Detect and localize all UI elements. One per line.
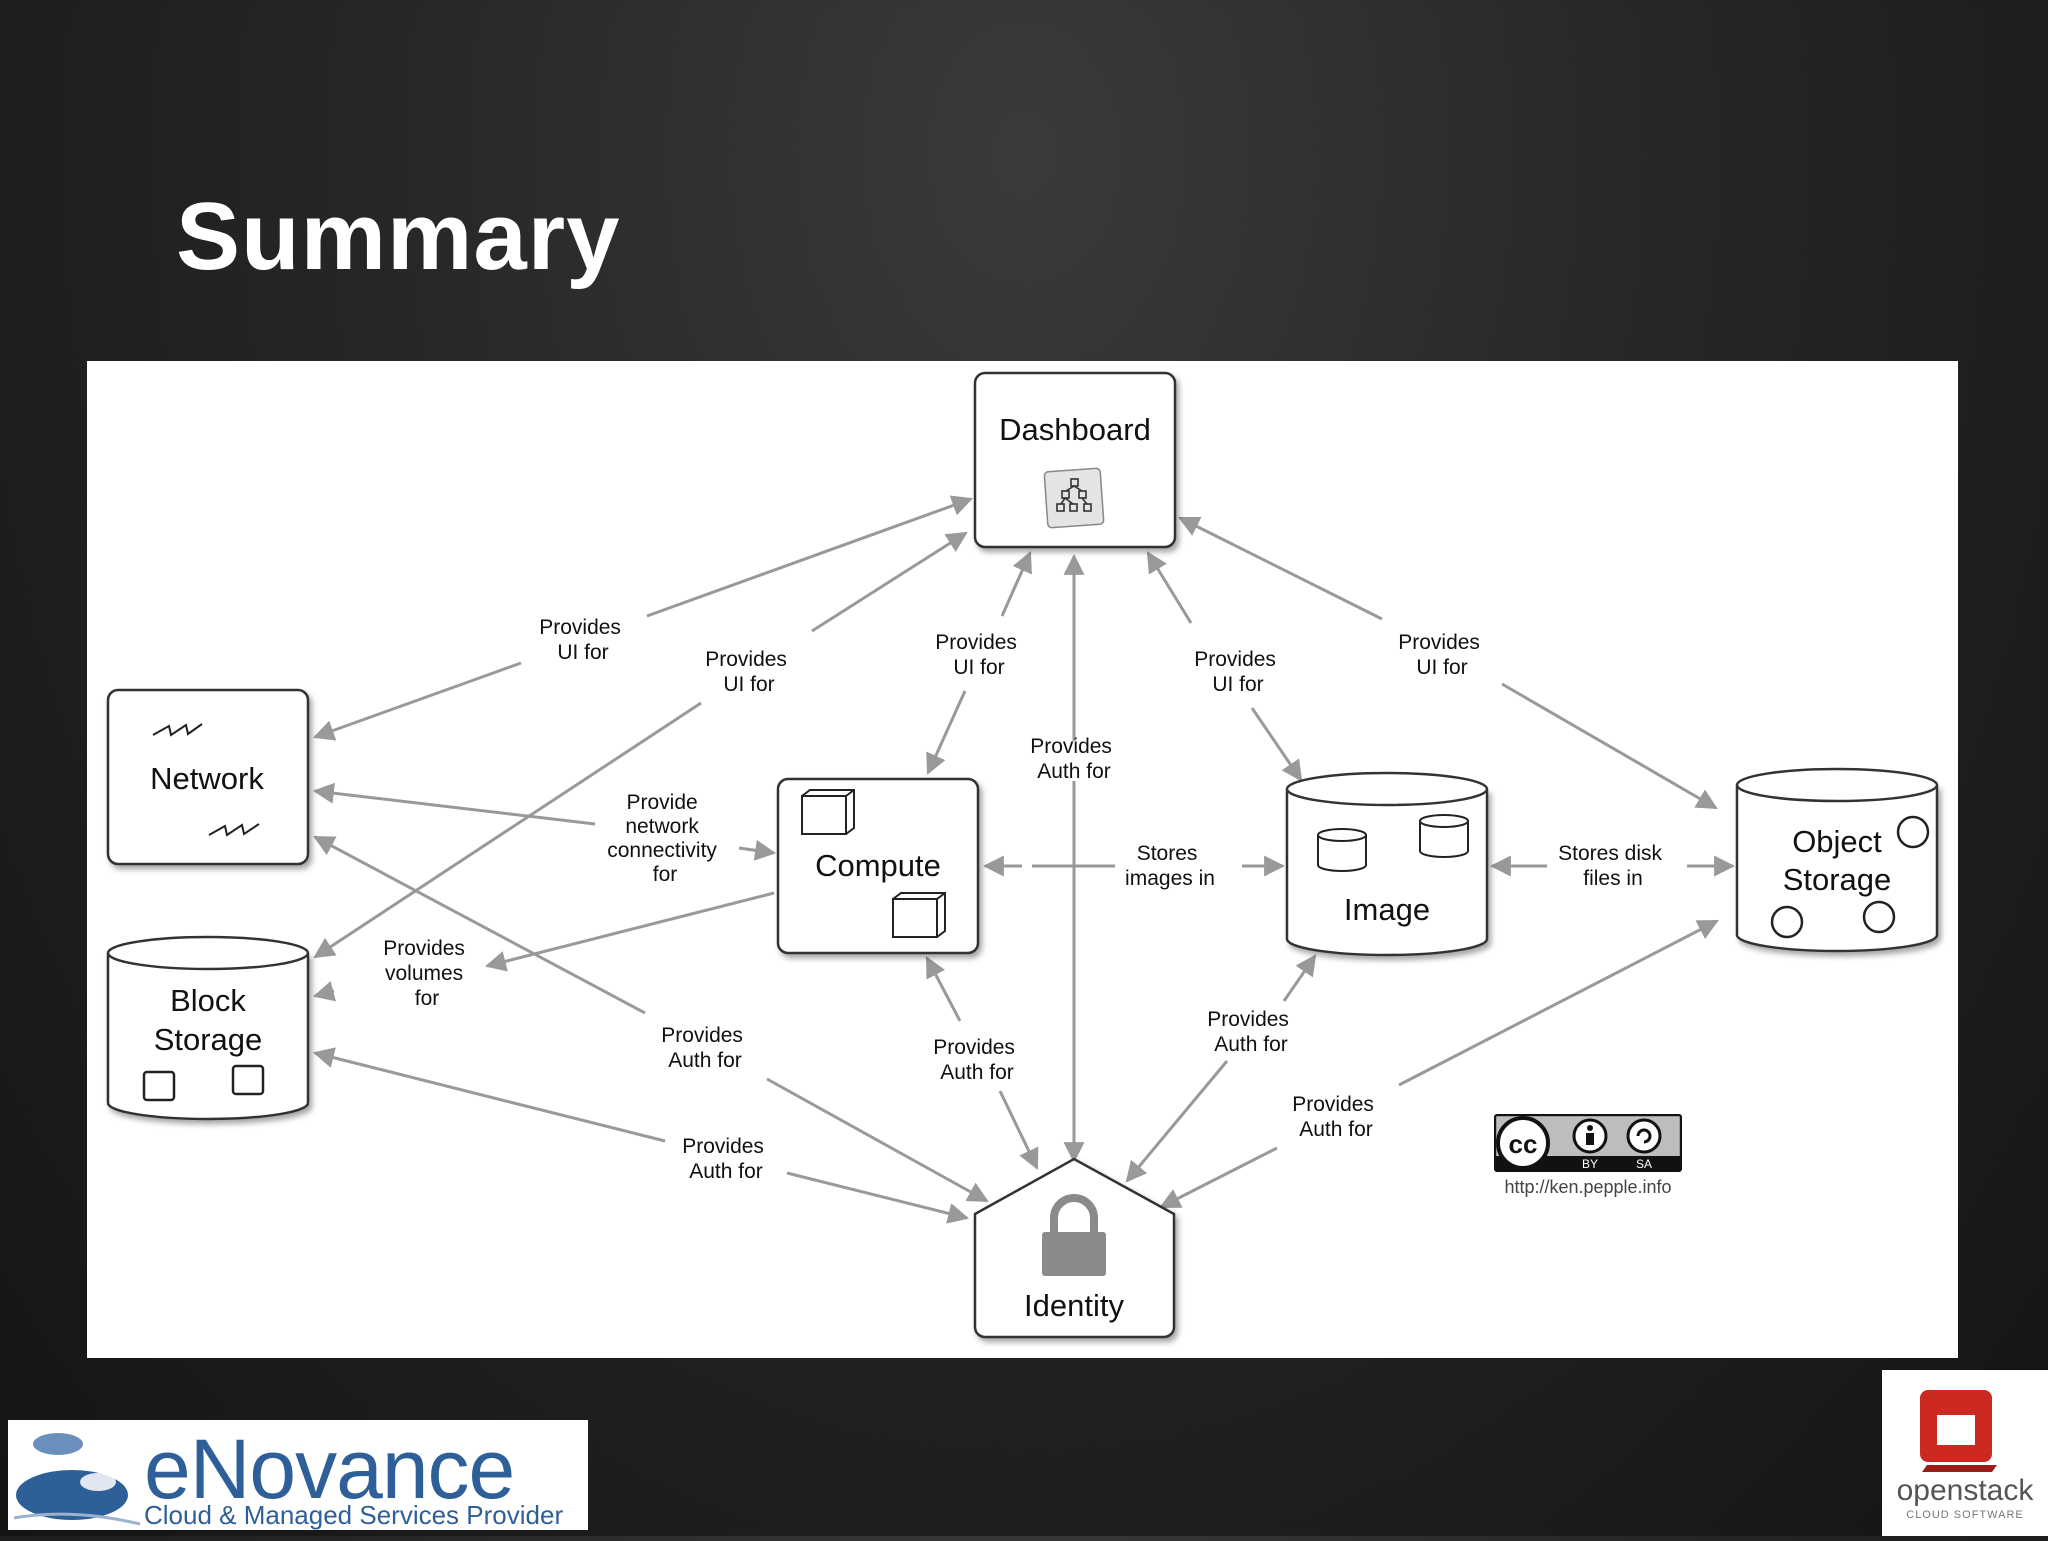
edge-dash-network-b — [313, 661, 522, 741]
cube-icon — [801, 789, 855, 835]
label-image-object: Stores disk files in — [1558, 842, 1668, 890]
label-identity-block: Provides Auth for — [682, 1135, 770, 1183]
node-compute-label: Compute — [815, 848, 941, 883]
edge-identity-compute-b — [998, 1090, 1039, 1170]
cc-by-text: BY — [1582, 1157, 1598, 1171]
edge-identity-network-b — [766, 1077, 989, 1203]
label-identity-image: Provides Auth for — [1207, 1008, 1295, 1056]
node-network-label: Network — [150, 761, 264, 796]
label-block-compute: Provides volumes for — [383, 937, 471, 1010]
openstack-name: openstack — [1897, 1474, 2035, 1507]
edge-net-compute-a — [312, 782, 596, 826]
edge-identity-image-a — [1282, 954, 1317, 1002]
openstack-logo: openstack CLOUD SOFTWARE — [1882, 1370, 2048, 1536]
label-dash-network: Provides UI for — [539, 616, 627, 664]
edge-identity-network-a — [313, 835, 646, 1015]
edge-identity-object-b — [1159, 1146, 1278, 1209]
node-object-storage-label-1: Object — [1792, 824, 1882, 859]
edge-labels: Provides UI for Provides UI for Provides… — [383, 616, 1668, 1183]
label-identity-object: Provides Auth for — [1292, 1093, 1380, 1141]
edge-identity-object-a — [1398, 919, 1719, 1087]
openstack-tagline: CLOUD SOFTWARE — [1906, 1509, 2024, 1521]
block-icon — [231, 1064, 265, 1096]
node-block-storage: Block Storage — [106, 935, 310, 1121]
edge-dash-image-b — [1250, 707, 1303, 782]
mini-disk-icon — [1317, 828, 1367, 872]
node-object-storage-label-2: Storage — [1783, 862, 1892, 897]
edge-identity-block-a — [312, 1047, 666, 1143]
architecture-diagram: Provides UI for Provides UI for Provides… — [87, 361, 1958, 1358]
label-dash-image: Provides UI for — [1194, 648, 1282, 696]
openstack-square-icon — [1920, 1390, 1997, 1472]
openstack-logo-svg: openstack CLOUD SOFTWARE — [1897, 1390, 2035, 1521]
edge-dash-object-b — [1501, 682, 1718, 810]
edge-block-compute-b — [312, 981, 336, 1002]
lightning-icon — [208, 823, 260, 837]
node-image-label: Image — [1344, 892, 1430, 927]
label-identity-dash: Provides Auth for — [1030, 735, 1118, 783]
slide-title: Summary — [176, 183, 621, 290]
node-block-storage-label-2: Storage — [154, 1022, 263, 1057]
block-icon — [142, 1070, 176, 1102]
enovance-name: eNovance — [144, 1422, 514, 1516]
lightning-icon — [152, 723, 203, 737]
label-dash-compute: Provides UI for — [935, 631, 1023, 679]
edge-dash-network-a — [646, 495, 973, 618]
edge-net-compute-b — [738, 839, 777, 861]
enovance-logo-svg: eNovance Cloud & Managed Services Provid… — [13, 1422, 563, 1530]
node-block-storage-label-1: Block — [170, 983, 246, 1018]
object-icon — [1862, 900, 1896, 934]
node-image: Image — [1285, 771, 1489, 957]
edge-block-compute-a — [484, 891, 775, 972]
dashboard-icon — [1043, 467, 1105, 529]
enovance-tagline: Cloud & Managed Services Provider — [144, 1500, 563, 1530]
edge-dash-image-a — [1146, 551, 1193, 624]
node-object-storage: Object Storage — [1735, 767, 1939, 953]
license-url: http://ken.pepple.info — [1504, 1177, 1671, 1197]
label-identity-network: Provides Auth for — [661, 1024, 749, 1072]
label-image-compute: Stores images in — [1125, 842, 1215, 890]
object-icon — [1770, 905, 1804, 939]
node-identity: Identity — [973, 1157, 1176, 1339]
node-identity-label: Identity — [1024, 1288, 1124, 1323]
node-compute: Compute — [776, 777, 980, 955]
label-identity-compute: Provides Auth for — [933, 1036, 1021, 1084]
node-dashboard-label: Dashboard — [999, 412, 1151, 447]
node-network: Network — [106, 688, 310, 866]
node-dashboard: Dashboard — [973, 371, 1177, 549]
label-net-compute: Provide network connectivity for — [607, 791, 723, 886]
cube-icon — [892, 892, 946, 938]
edge-dash-compute-a — [1000, 551, 1032, 617]
edge-dash-block-a — [811, 531, 968, 633]
cc-sa-text: SA — [1636, 1157, 1652, 1171]
diagram-canvas: Provides UI for Provides UI for Provides… — [106, 371, 1939, 1339]
label-dash-block: Provides UI for — [705, 648, 793, 696]
edges — [312, 495, 1736, 1224]
cc-badge-text: cc — [1509, 1129, 1538, 1159]
sa-icon — [1626, 1118, 1662, 1154]
edge-identity-image-b — [1125, 1060, 1229, 1183]
label-dash-object: Provides UI for — [1398, 631, 1486, 679]
cc-icon — [1496, 1116, 1550, 1170]
edge-dash-object-a — [1178, 516, 1383, 621]
cc-license-badge: cc BY SA http://ken.pepple.info — [1494, 1114, 1682, 1197]
lock-icon — [1042, 1194, 1106, 1276]
enovance-logo: eNovance Cloud & Managed Services Provid… — [8, 1420, 588, 1530]
object-icon — [1896, 815, 1930, 849]
mini-disk-icon — [1419, 814, 1469, 858]
edge-identity-compute-a — [925, 956, 962, 1022]
edge-dash-block-b — [313, 701, 702, 959]
edge-identity-block-b — [786, 1171, 970, 1224]
edge-dash-compute-b — [926, 690, 967, 775]
enovance-pebbles-icon — [13, 1433, 141, 1526]
